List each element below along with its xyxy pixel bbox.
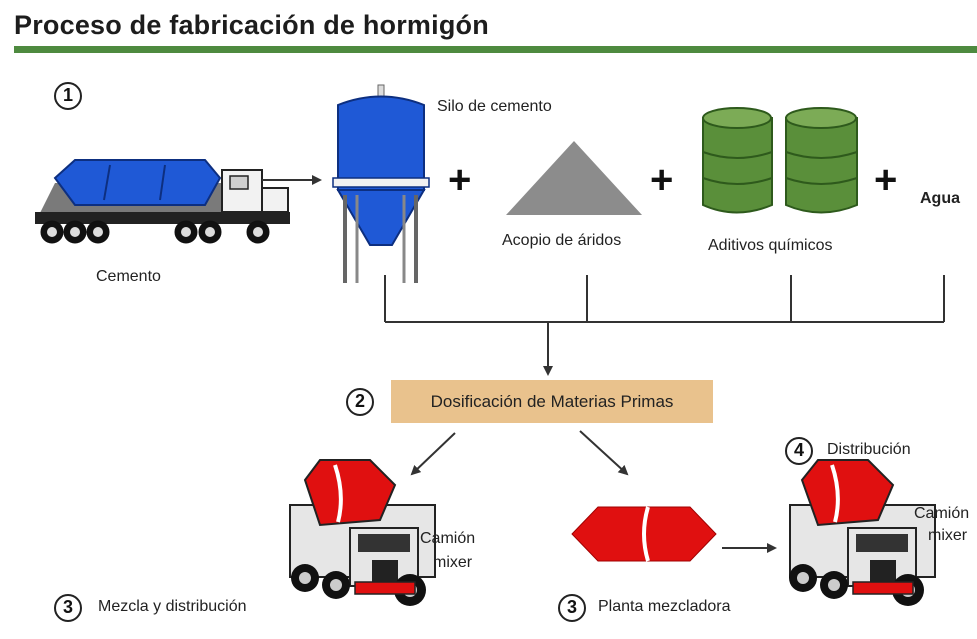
aggregate-pile-icon xyxy=(506,141,642,215)
mixer2-label-line2: mixer xyxy=(928,527,968,544)
chemical-barrels-icon xyxy=(702,107,858,214)
mixer-truck-2-icon xyxy=(789,459,936,606)
water-label: Agua xyxy=(920,190,960,207)
dosing-to-plant-arrow xyxy=(579,430,629,476)
additives-label: Aditivos químicos xyxy=(708,237,833,254)
collector-lines xyxy=(384,275,945,323)
mixing-plant-icon xyxy=(571,506,717,562)
aggregate-label: Acopio de áridos xyxy=(502,232,622,249)
silo-label: Silo de cemento xyxy=(437,98,552,115)
step-2-badge: 2 xyxy=(346,388,374,416)
mixer-truck-icon xyxy=(289,459,436,606)
cement-truck-icon xyxy=(35,159,290,244)
mixer-label-line1: Camión xyxy=(420,530,476,547)
plus-2: + xyxy=(650,158,674,202)
step-3b-badge: 3 xyxy=(558,594,586,622)
step-1-badge: 1 xyxy=(54,82,82,110)
cement-silo-icon xyxy=(332,84,430,283)
plus-1: + xyxy=(448,158,472,202)
cement-label: Cemento xyxy=(96,268,161,285)
dosing-box: Dosificación de Materias Primas xyxy=(391,380,713,423)
plus-3: + xyxy=(874,158,898,202)
mix-distribution-label: Mezcla y distribución xyxy=(98,598,247,615)
mixer2-label-line1: Camión xyxy=(914,505,970,522)
distribution-label: Distribución xyxy=(827,441,911,458)
dosing-to-mixer-arrow xyxy=(410,432,456,476)
step-3-badge: 3 xyxy=(54,594,82,622)
title-underline xyxy=(14,46,977,53)
mixer-label-line2: mixer xyxy=(433,554,473,571)
page-title: Proceso de fabricación de hormigón xyxy=(14,10,489,40)
plant-label: Planta mezcladora xyxy=(598,598,731,615)
step-4-badge: 4 xyxy=(785,437,813,465)
